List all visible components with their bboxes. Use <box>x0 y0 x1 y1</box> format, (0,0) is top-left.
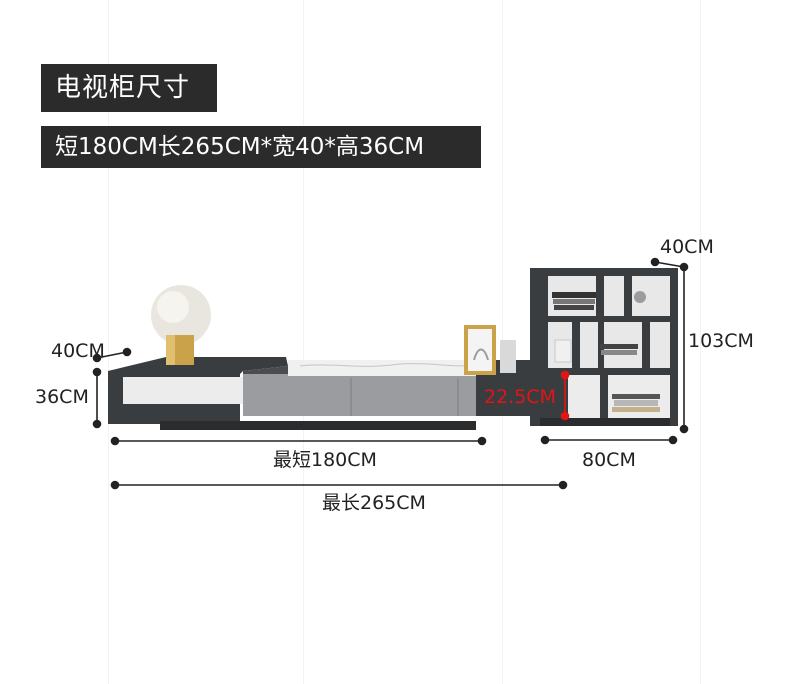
background-guide-line <box>303 0 304 684</box>
cabinet-depth-label: 40CM <box>51 340 105 362</box>
cabinet-base <box>160 421 476 430</box>
bookshelf <box>530 268 678 426</box>
size-spec-banner: 短180CM长265CM*宽40*高36CM <box>41 126 481 168</box>
shelf-height-label: 103CM <box>688 330 754 352</box>
background-guide-line <box>700 0 701 684</box>
drawer-height-dimension <box>560 370 570 421</box>
table-lamp <box>151 285 211 365</box>
background-guide-line <box>108 0 109 684</box>
drawer-height-label: 22.5CM <box>484 386 556 408</box>
shelf-depth-label: 40CM <box>660 236 714 258</box>
photo-frame <box>464 325 496 375</box>
page-title: 电视柜尺寸 <box>41 64 217 112</box>
marble-top <box>288 360 476 376</box>
max-length-label: 最长265CM <box>322 492 426 514</box>
min-length-label: 最短180CM <box>273 449 377 471</box>
shelf-width-label: 80CM <box>582 449 636 471</box>
cabinet-drawers <box>243 374 476 416</box>
cabinet-height-label: 36CM <box>35 386 89 408</box>
cabinet-open-compartment <box>123 377 245 404</box>
decor-box <box>500 340 516 373</box>
